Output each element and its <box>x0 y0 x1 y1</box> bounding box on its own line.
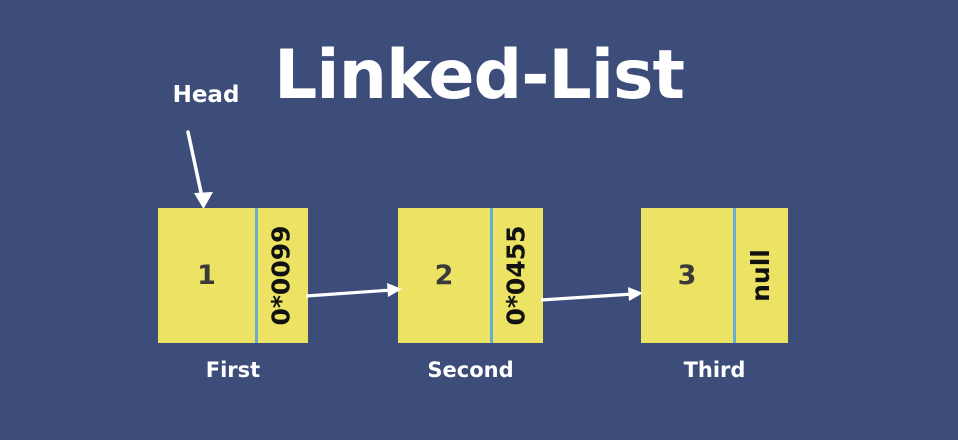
node-pointer-value: 0*0455 <box>502 225 531 326</box>
node-pointer-cell: 0*0099 <box>258 208 305 343</box>
link-arrow-first-to-second-icon <box>306 283 402 298</box>
node-caption-second: Second <box>427 358 514 382</box>
node-pointer-cell: null <box>736 208 785 343</box>
node-caption-third: Third <box>683 358 746 382</box>
node-value: 1 <box>158 208 258 343</box>
node-value: 2 <box>398 208 493 343</box>
node-pointer-cell: 0*0455 <box>493 208 540 343</box>
list-node-third[interactable]: 3 null <box>641 208 788 343</box>
node-pointer-value: null <box>746 249 776 302</box>
node-value: 3 <box>641 208 736 343</box>
node-pointer-value: 0*0099 <box>267 225 296 326</box>
head-label: Head <box>172 82 240 108</box>
list-node-first[interactable]: 1 0*0099 <box>158 208 308 343</box>
page-title: Linked-List <box>273 36 685 115</box>
list-node-second[interactable]: 2 0*0455 <box>398 208 543 343</box>
link-arrow-second-to-third-icon <box>541 287 643 302</box>
head-pointer-arrow-icon <box>186 130 213 209</box>
node-caption-first: First <box>205 358 261 382</box>
